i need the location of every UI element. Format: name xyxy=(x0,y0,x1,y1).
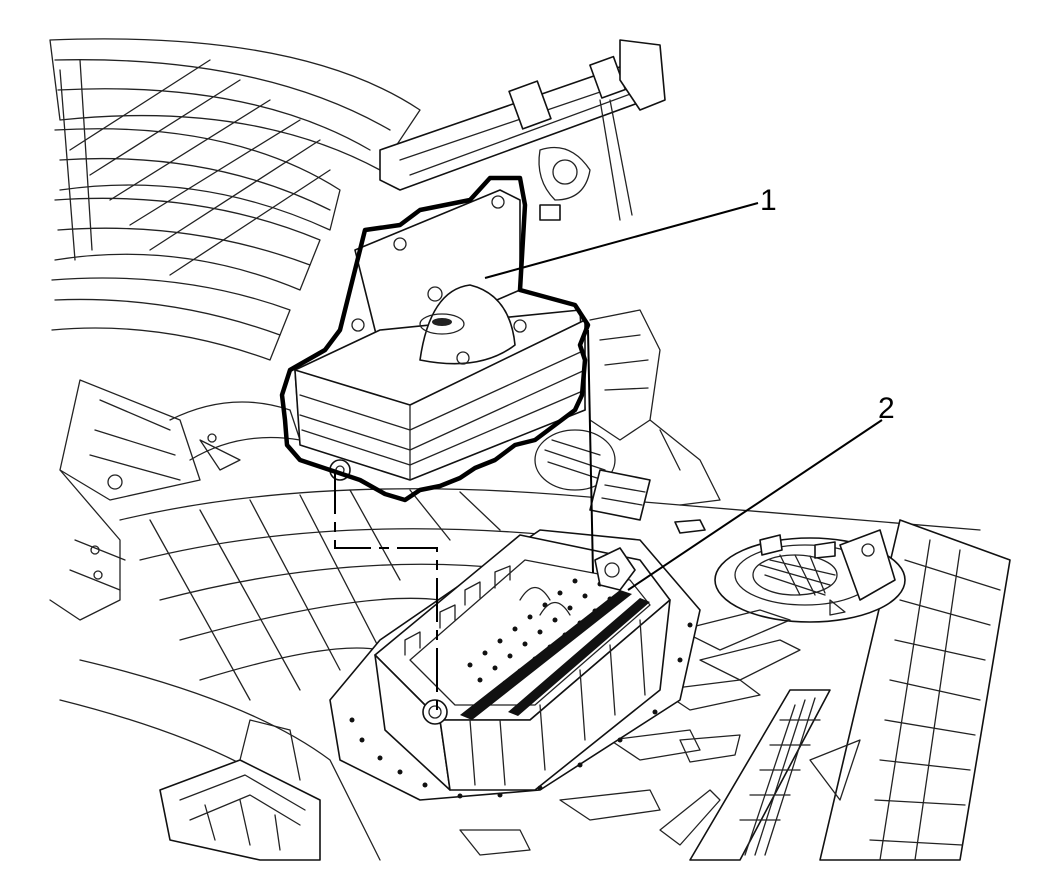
tray-component-2 xyxy=(329,529,701,801)
callout-1-leader xyxy=(484,202,759,279)
right-grille-panel xyxy=(689,519,1011,861)
round-hatch-assembly xyxy=(714,529,906,623)
background-panel-structure xyxy=(49,38,666,621)
module-component-1 xyxy=(294,189,586,481)
tray-hole-pattern xyxy=(349,578,693,799)
callout-2-leader xyxy=(627,419,883,591)
alignment-lines xyxy=(334,329,594,712)
lower-left-bracket xyxy=(159,719,321,861)
floor-trim xyxy=(459,609,801,856)
callout-1-label: 1 xyxy=(760,184,777,217)
callout-2-label: 2 xyxy=(878,392,895,425)
module-highlight-outline xyxy=(279,175,591,503)
center-mechanism xyxy=(534,309,721,534)
